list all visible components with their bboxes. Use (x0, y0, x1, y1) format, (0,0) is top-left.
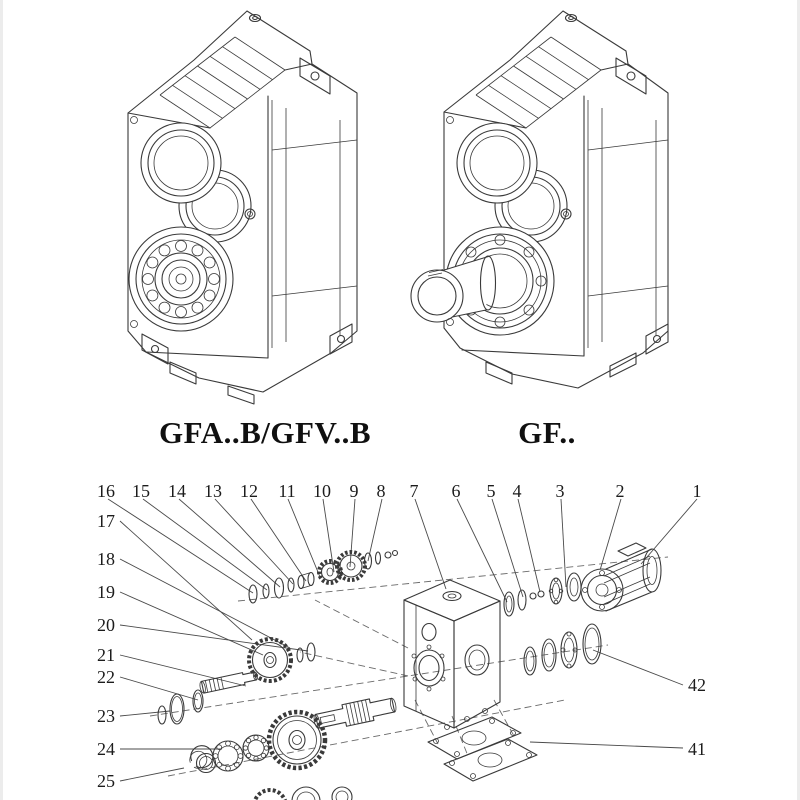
part-label-15: 15 (132, 481, 150, 501)
assembly-axis-lines (149, 556, 669, 777)
part-label-16: 16 (97, 481, 115, 501)
part-label-5: 5 (487, 481, 496, 501)
part-label-14: 14 (168, 481, 186, 501)
output-shaft-parts (189, 697, 397, 800)
motor-assembly (503, 542, 662, 617)
caption-right-model: GF.. (518, 415, 576, 450)
part-labels-right: 42 41 (688, 675, 706, 759)
part-labels-left: 17 18 19 20 21 22 23 24 25 (97, 511, 115, 791)
part-label-24: 24 (97, 739, 115, 759)
part-label-21: 21 (97, 645, 115, 665)
bearing-detail (128, 226, 234, 332)
part-label-3: 3 (556, 481, 565, 501)
gasket-plates (427, 708, 538, 782)
part-label-17: 17 (97, 511, 115, 531)
part-label-18: 18 (97, 549, 115, 569)
housing (403, 579, 501, 729)
part-label-23: 23 (97, 706, 115, 726)
part-labels-top: 16 15 14 13 12 11 10 9 8 7 6 5 4 3 2 1 (97, 481, 702, 501)
intermediate-shaft-parts (157, 623, 602, 725)
part-label-20: 20 (97, 615, 115, 635)
part-label-19: 19 (97, 582, 115, 602)
part-label-41: 41 (688, 739, 706, 759)
part-label-12: 12 (240, 481, 258, 501)
part-label-2: 2 (616, 481, 625, 501)
part-label-7: 7 (410, 481, 419, 501)
caption-left-model: GFA..B/GFV..B (159, 415, 371, 450)
part-label-6: 6 (452, 481, 461, 501)
figure-gfab-gfvb-drawing (127, 10, 358, 405)
part-label-10: 10 (313, 481, 331, 501)
page-right-edge (797, 0, 800, 800)
part-label-22: 22 (97, 667, 115, 687)
leader-lines (107, 498, 698, 782)
part-label-11: 11 (278, 481, 295, 501)
part-label-9: 9 (350, 481, 359, 501)
figure-gf-drawing (410, 10, 669, 389)
exploded-view: 16 15 14 13 12 11 10 9 8 7 6 5 4 3 2 1 1… (97, 481, 706, 800)
part-label-25: 25 (97, 771, 115, 791)
part-label-13: 13 (204, 481, 222, 501)
part-label-8: 8 (377, 481, 386, 501)
output-shaft (410, 255, 497, 323)
input-shaft-parts (248, 549, 399, 604)
part-label-4: 4 (513, 481, 522, 501)
part-label-42: 42 (688, 675, 706, 695)
part-label-1: 1 (693, 481, 702, 501)
page-left-edge (0, 0, 3, 800)
